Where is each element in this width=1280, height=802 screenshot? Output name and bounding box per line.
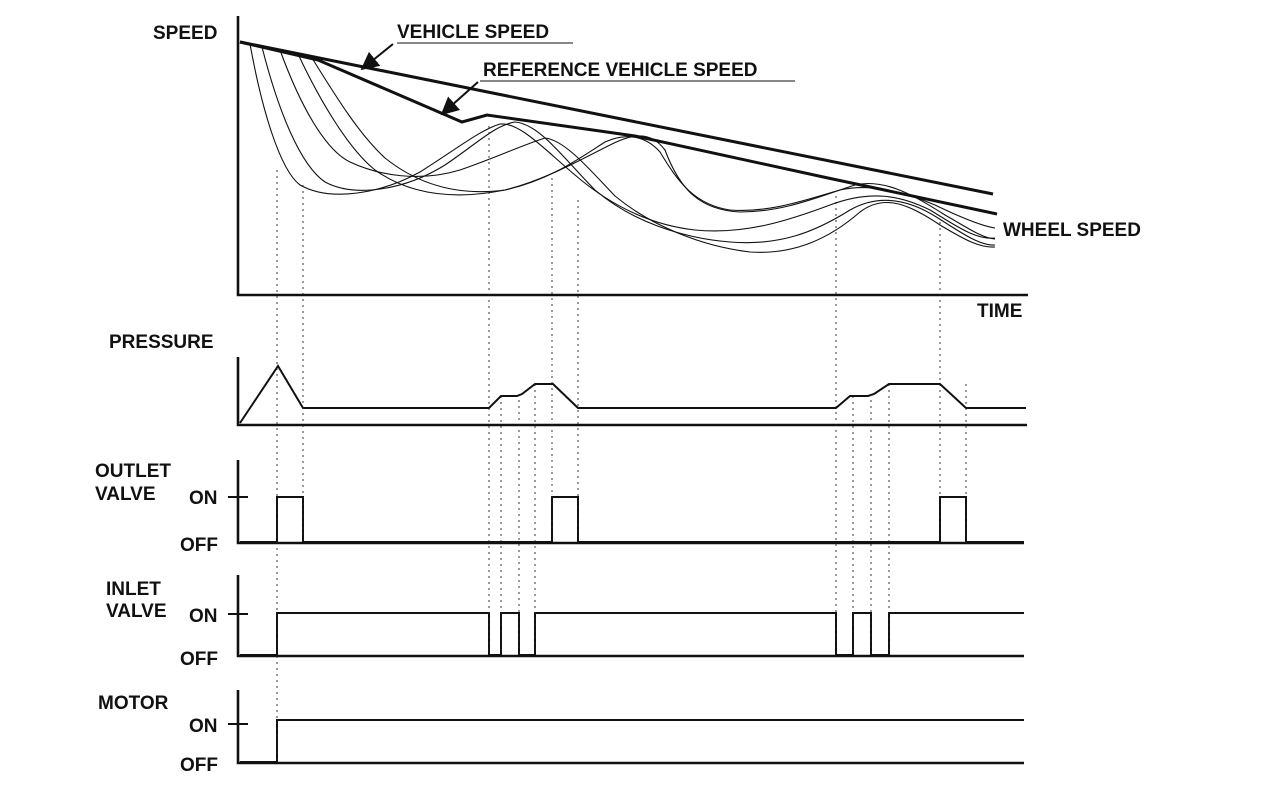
wheel-speed-curve [279,49,996,253]
speed-axes [236,16,1028,297]
inlet-valve-on-label: ON [189,606,218,627]
timing-guides [276,126,967,762]
reference-vehicle-speed-label: REFERENCE VEHICLE SPEED [483,60,758,81]
pressure-axes [236,357,1027,427]
wheel-speed-curve [261,46,996,246]
wheel-speed-curve [297,53,996,240]
reference-vehicle-speed-line [239,40,998,216]
pressure-trace [239,364,1026,424]
motor-axes [236,690,1024,765]
outlet-valve-label-line1: OUTLET [95,461,171,482]
outlet-valve-on-label: ON [189,488,218,509]
speed-panel: SPEED TIME VEHICLE SPEED REFERENCE VEHIC… [153,16,1141,322]
inlet-valve-axes [236,575,1024,658]
motor-on-label: ON [189,716,218,737]
pressure-label: PRESSURE [109,332,214,353]
time-axis-label: TIME [977,301,1022,322]
outlet-valve-label-line2: VALVE [95,484,156,505]
wheel-speed-label: WHEEL SPEED [1003,220,1141,241]
outlet-valve-off-label: OFF [180,535,218,556]
pressure-panel: PRESSURE [109,332,1027,427]
vehicle-speed-line [239,40,994,196]
speed-axis-label: SPEED [153,23,217,44]
inlet-valve-label-line2: VALVE [106,601,167,622]
motor-off-label: OFF [180,755,218,776]
motor-panel: MOTOR ON OFF [98,690,1024,776]
motor-label: MOTOR [98,693,169,714]
wheel-speed-curve [311,57,996,229]
inlet-valve-trace [240,612,1024,656]
wheel-speed-curve [249,43,996,239]
inlet-valve-label-line1: INLET [106,579,161,600]
vehicle-speed-label: VEHICLE SPEED [397,22,549,43]
outlet-valve-panel: OUTLET VALVE ON OFF [95,460,1024,556]
motor-trace [240,719,1024,763]
arrow-icon [360,43,394,71]
inlet-valve-panel: INLET VALVE ON OFF [106,575,1024,670]
outlet-valve-axes [236,460,1024,545]
outlet-valve-trace [240,496,1024,543]
inlet-valve-off-label: OFF [180,649,218,670]
